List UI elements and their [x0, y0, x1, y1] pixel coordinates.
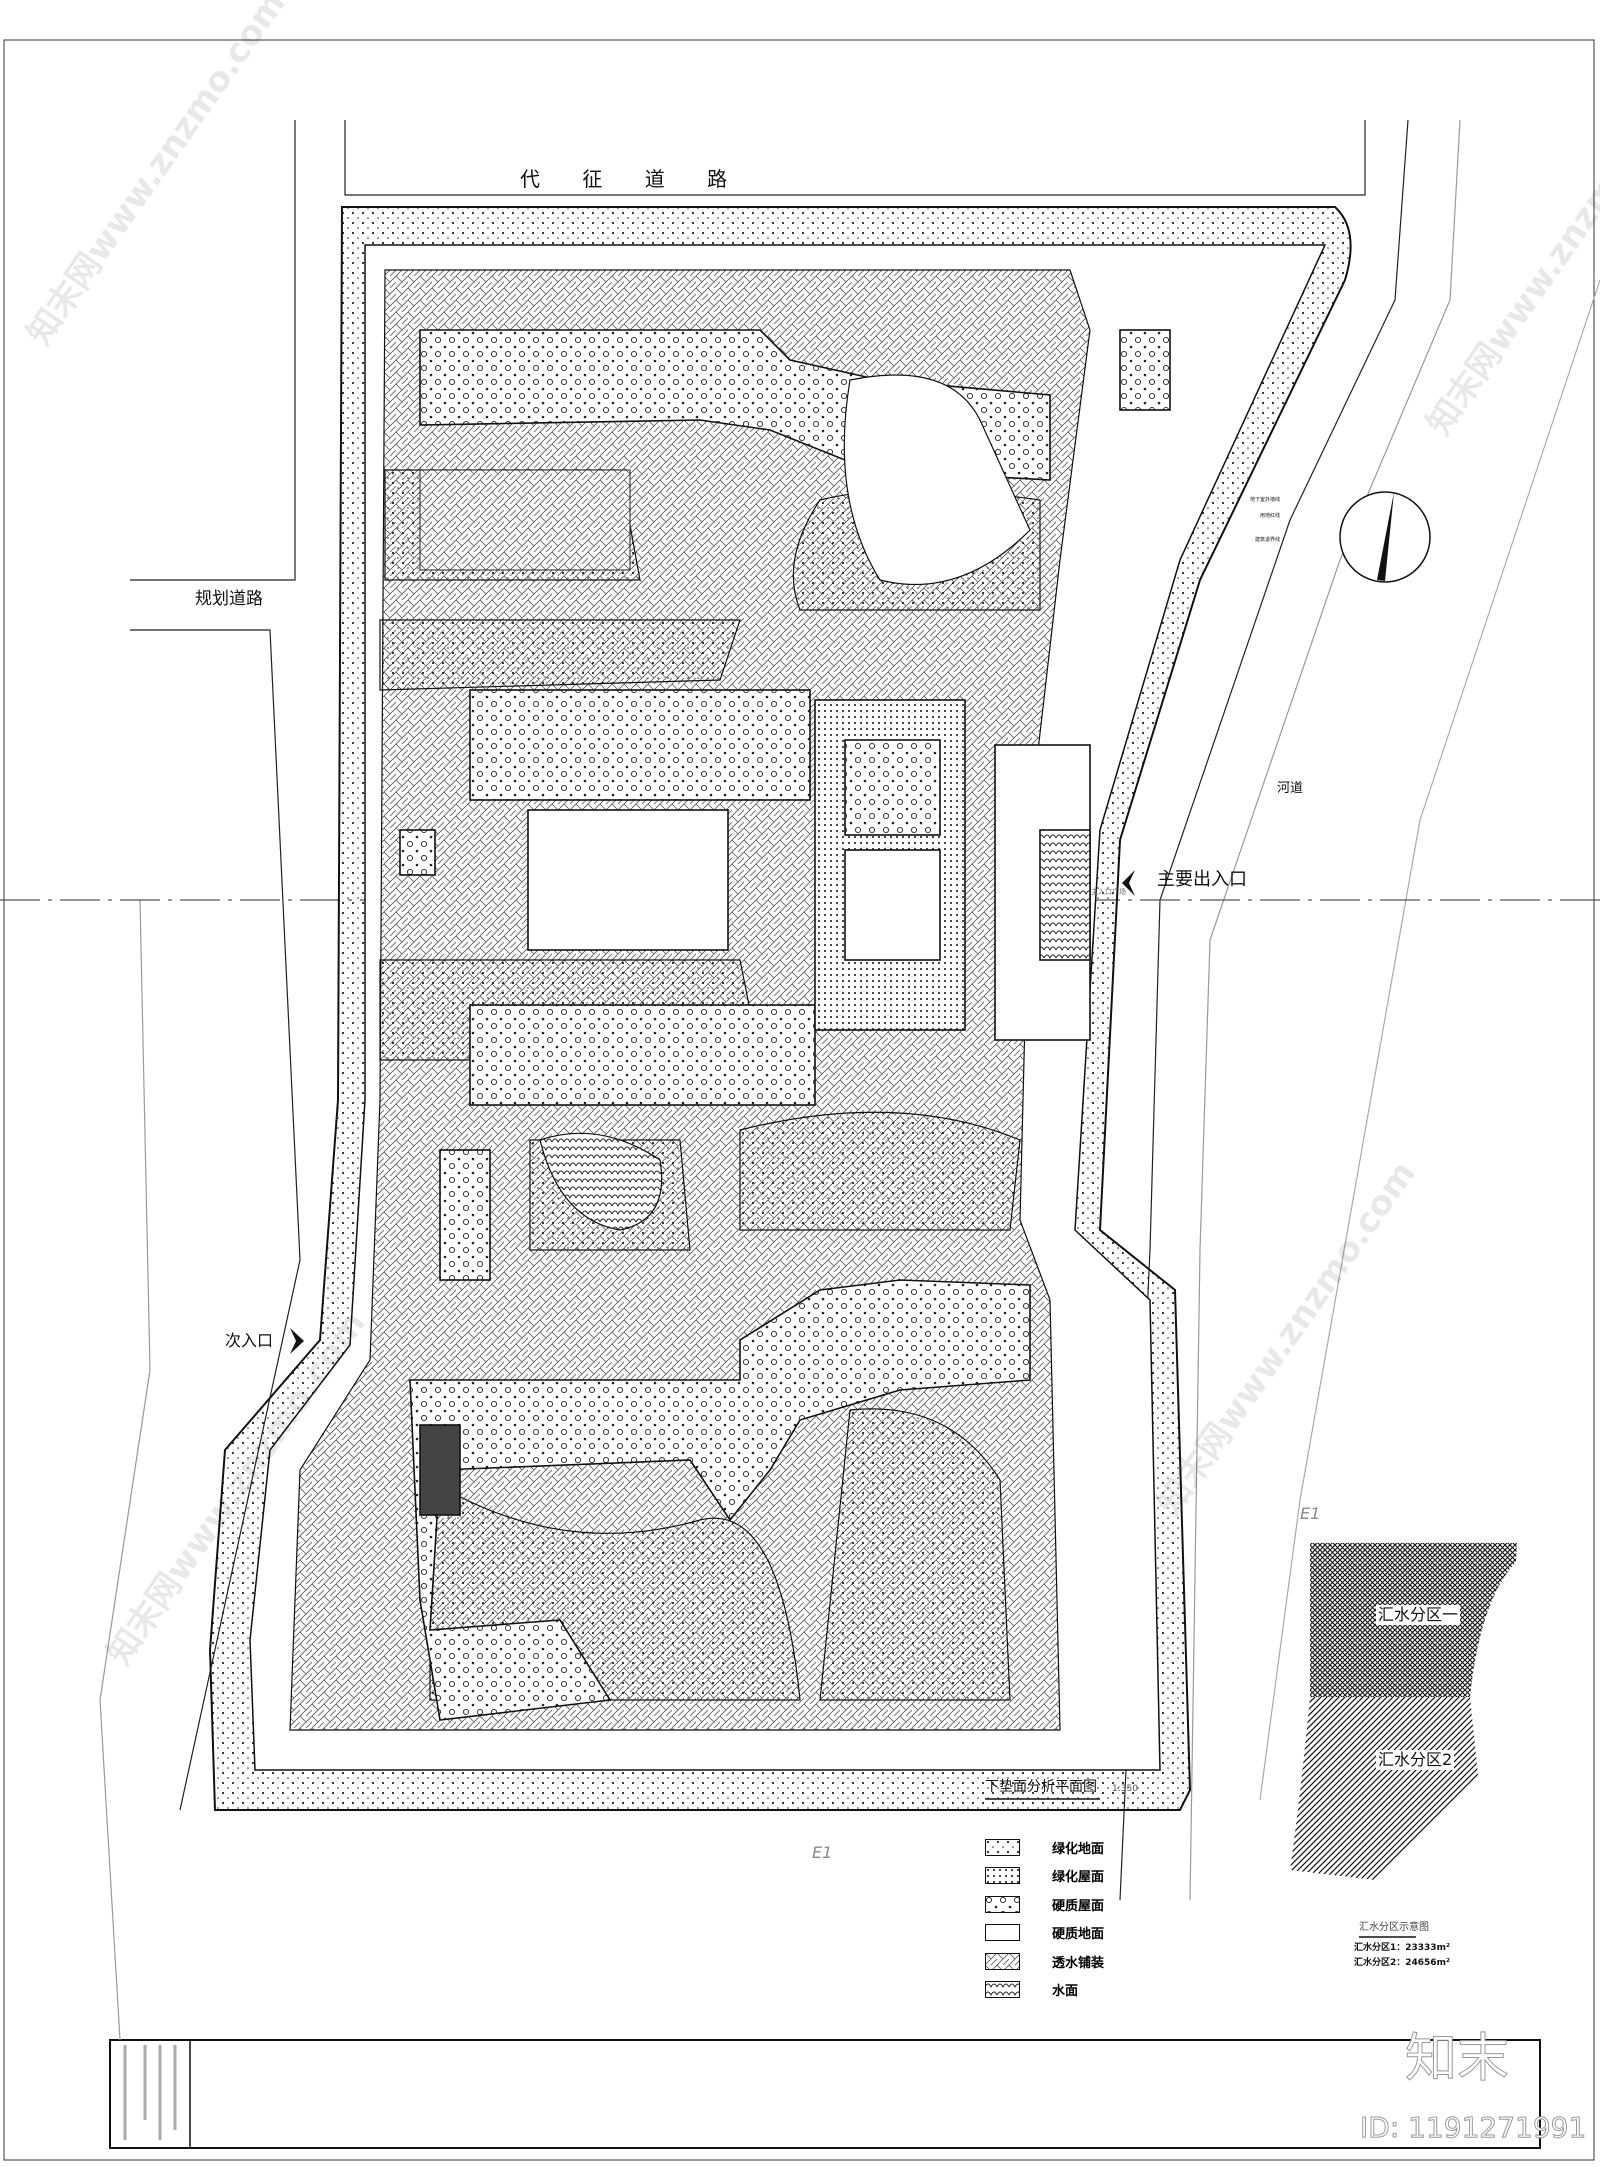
drawing-scale: 1:350: [1112, 1784, 1138, 1794]
legend-item-hard-roof: 硬质屋面: [985, 1895, 1104, 1914]
watermark-logo: 知末: [1404, 2029, 1510, 2090]
title-block-frame: [109, 2039, 1541, 2149]
grid-mark-e1: E1: [1300, 1504, 1321, 1523]
main-plaza-label: 主入口广场: [1091, 888, 1126, 896]
grid-mark-e1: E1: [812, 1843, 833, 1862]
pipe-label: 建筑退界线: [1255, 537, 1281, 543]
legend-item-green-roof: 绿化屋面: [985, 1866, 1104, 1885]
middle-north-building: [469, 689, 811, 801]
catchment-zone-2: [1290, 1697, 1478, 1880]
legend-item-hard-ground: 硬质地面: [985, 1923, 1104, 1942]
hard-roof-swatch: [985, 1896, 1020, 1913]
pipe-label: 地下室外墙线: [1250, 497, 1281, 503]
watermark-id: ID: 1191271991: [1359, 2111, 1587, 2144]
catchment-diagram: [1290, 1543, 1517, 1938]
secondary-entrance-label: 次入口: [225, 1331, 274, 1350]
catchment-zone-2-label: 汇水分区2: [1376, 1750, 1455, 1771]
notes-text-lines: [123, 2045, 177, 2140]
middle-south-building: [469, 1004, 816, 1106]
legend-item-water: 水面: [985, 1980, 1078, 1999]
catchment-zone-1-area: 汇水分区1：23333m²: [1354, 1943, 1450, 1953]
south-building: [409, 1279, 1031, 1721]
west-road-label: 规划道路: [195, 589, 263, 609]
water-swatch: [985, 1981, 1020, 1998]
sheet-border: [3, 39, 1595, 2161]
small-building-west: [399, 829, 436, 876]
north-road-label: 代 征 道 路: [520, 167, 746, 191]
main-entrance-label: 主要出入口: [1157, 869, 1247, 890]
legend-item-green-ground: 绿化地面: [985, 1838, 1104, 1857]
catchment-zone-1-label: 汇水分区一: [1376, 1605, 1461, 1626]
secondary-entrance-arrow: [290, 1328, 304, 1354]
catchment-zone-2-area: 汇水分区2：24656m²: [1354, 1958, 1450, 1968]
hard-ground-swatch: [985, 1924, 1020, 1941]
drawing-title: 下垫面分析平面图: [985, 1779, 1097, 1795]
north-arrow-icon: [1339, 491, 1431, 583]
permeable-paving-swatch: [985, 1953, 1020, 1970]
green-ground-swatch: [985, 1839, 1020, 1856]
pipe-label: 用地红线: [1260, 513, 1281, 519]
legend-item-permeable-paving: 透水铺装: [985, 1952, 1104, 1971]
sports-field: [527, 809, 729, 951]
water-feature: [539, 374, 1031, 1231]
gate-house: [1119, 329, 1171, 411]
catchment-title: 汇水分区示意图: [1359, 1922, 1429, 1933]
green-roof-swatch: [985, 1867, 1020, 1884]
main-entrance-arrow: [1122, 870, 1135, 896]
river-label: 河道: [1277, 781, 1304, 796]
parking-strips: [419, 469, 631, 571]
